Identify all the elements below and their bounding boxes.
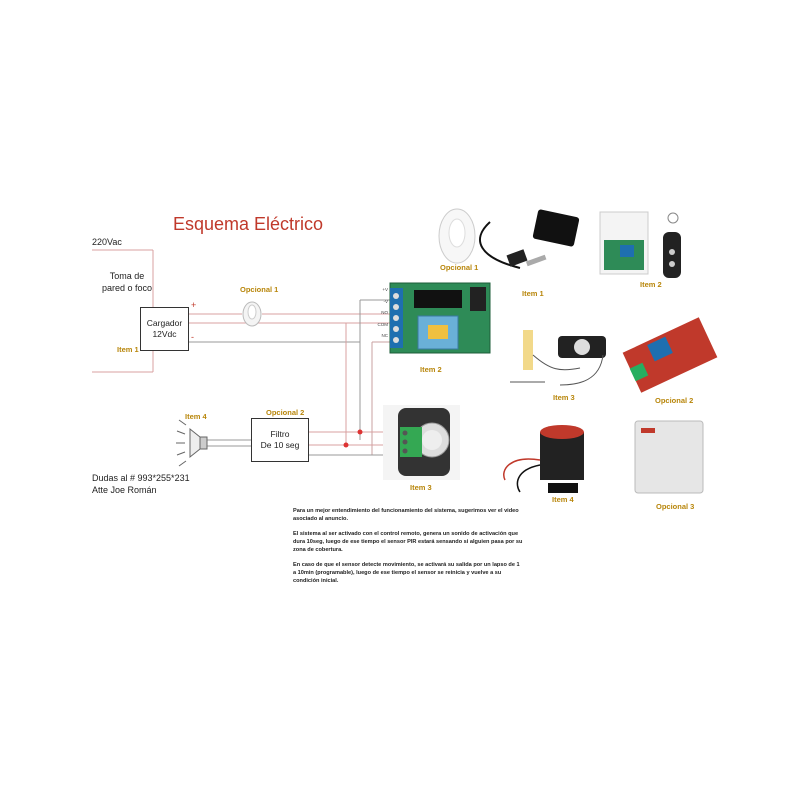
plus-sign: + [191, 300, 197, 310]
contact-info: Dudas al # 993*255*231 Atte Joe Román [92, 473, 190, 495]
junction-dot-2 [357, 429, 363, 435]
opcional2-photo [622, 317, 718, 393]
description-paragraph-2: El sistema al ser activado con el contro… [293, 531, 523, 553]
item2-right-label: Item 2 [640, 280, 662, 289]
supply-label: 220Vac [92, 237, 122, 247]
opcional1-switch-left [242, 301, 262, 327]
relay-pin-label: NC [381, 333, 389, 338]
opcional2-left-label: Opcional 2 [266, 408, 305, 417]
item1-photo [479, 209, 580, 269]
item4-photo [503, 425, 584, 493]
minus-sign: - [191, 332, 194, 342]
relay-pin-label: -V [383, 298, 389, 304]
item3-left-label: Item 3 [410, 483, 432, 492]
item2-photo [599, 211, 681, 278]
opcional1-right-label: Opcional 1 [440, 263, 479, 272]
junction-dot-1 [343, 442, 349, 448]
outlet-label: Toma de pared o foco [101, 271, 153, 293]
item3-photo [510, 330, 606, 386]
siren-symbol [176, 419, 208, 467]
item1-right-label: Item 1 [522, 289, 544, 298]
charger-box: Cargador 12Vdc [140, 307, 189, 351]
description-paragraph-3: En caso de que el sensor detecte movimie… [293, 562, 520, 584]
filter-box: Filtro De 10 seg [251, 418, 309, 462]
opcional3-right-label: Opcional 3 [656, 502, 695, 511]
item4-left-label: Item 4 [185, 412, 207, 421]
diagram-title: Esquema Eléctrico [173, 214, 324, 234]
opcional1-photo [438, 208, 476, 264]
pir-sensor-left [383, 405, 460, 480]
relay-pin-label: COM [377, 321, 389, 327]
relay-board-left [389, 282, 491, 354]
item3-right-label: Item 3 [553, 393, 575, 402]
description-text: Para un mejor entendimiento del funciona… [293, 507, 523, 592]
opcional1-left-label: Opcional 1 [240, 285, 279, 294]
opcional2-right-label: Opcional 2 [655, 396, 694, 405]
relay-pin-label: +V [382, 287, 388, 292]
opcional3-photo [634, 420, 704, 494]
relay-pin-label: NO [381, 310, 388, 315]
item1-left-label: Item 1 [117, 345, 139, 354]
description-paragraph-1: Para un mejor entendimiento del funciona… [293, 508, 519, 522]
relay-pin-labels: +V -V NO COM NC [374, 284, 389, 342]
item4-right-label: Item 4 [552, 495, 574, 504]
item2-left-label: Item 2 [420, 365, 442, 374]
